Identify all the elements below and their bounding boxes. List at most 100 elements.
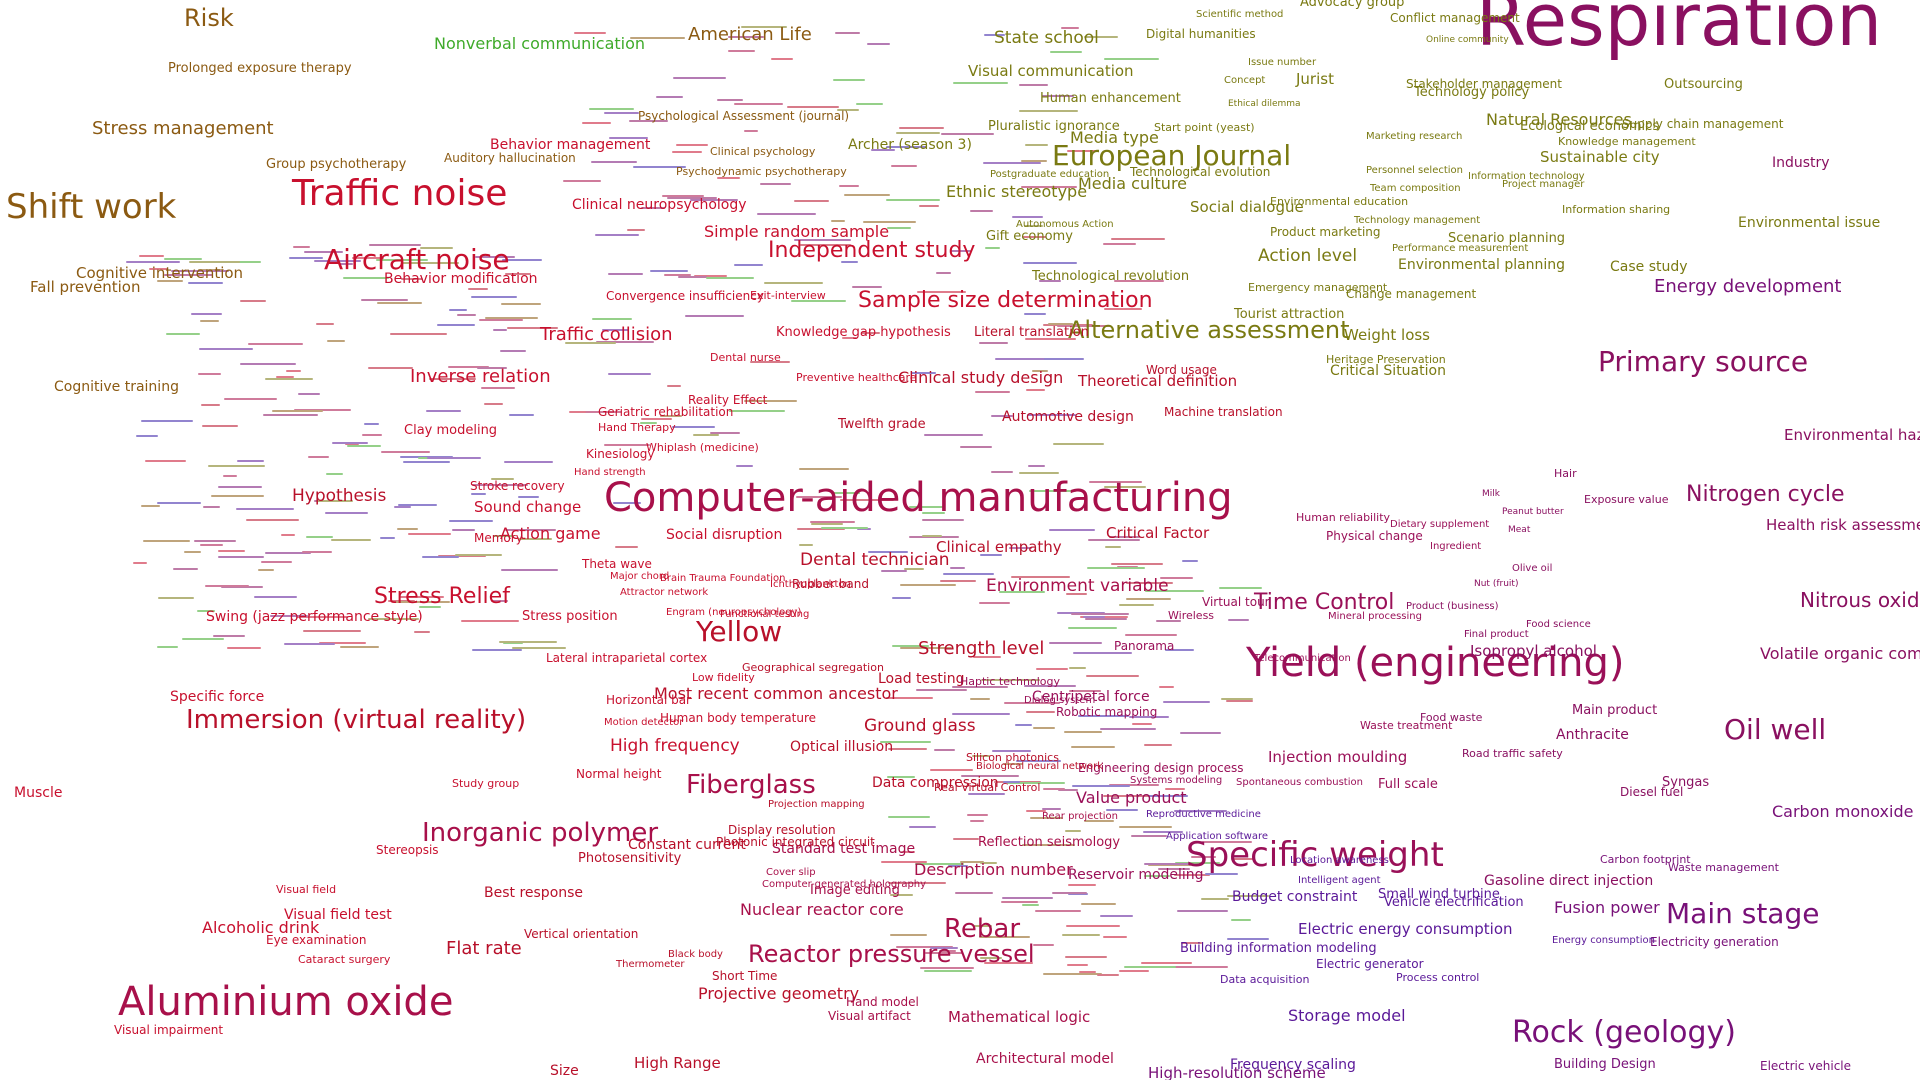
word: Electric energy consumption bbox=[1298, 920, 1513, 938]
word: Traffic noise bbox=[292, 173, 508, 214]
word: Low fidelity bbox=[692, 671, 755, 684]
word: Computer-aided manufacturing bbox=[604, 475, 1233, 521]
word: Memory bbox=[474, 531, 523, 545]
word: Technological evolution bbox=[1130, 165, 1271, 179]
word: Sample size determination bbox=[858, 288, 1153, 313]
word: Independent study bbox=[768, 238, 976, 263]
word: Aircraft noise bbox=[324, 243, 510, 276]
background-noise-cluster bbox=[560, 20, 1180, 560]
word: Time Control bbox=[1254, 590, 1395, 615]
word: Photosensitivity bbox=[578, 851, 682, 866]
word: Primary source bbox=[1598, 345, 1809, 378]
word: Cover slip bbox=[766, 867, 816, 878]
word: Personnel selection bbox=[1366, 165, 1463, 176]
word: Injection moulding bbox=[1268, 748, 1408, 766]
word: Shift work bbox=[6, 187, 177, 227]
word: Rear projection bbox=[1042, 811, 1119, 822]
word: Stress position bbox=[522, 609, 618, 624]
word: Functional testing bbox=[720, 609, 810, 620]
word: Specific weight bbox=[1186, 835, 1444, 875]
word: High Range bbox=[634, 1054, 721, 1072]
word: Yield (engineering) bbox=[1246, 640, 1625, 686]
word: Automotive design bbox=[1002, 409, 1134, 425]
word: Human reliability bbox=[1296, 511, 1391, 524]
word: Building Design bbox=[1554, 1057, 1656, 1072]
word: Behavior management bbox=[490, 137, 651, 153]
word: Systems modeling bbox=[1130, 775, 1223, 786]
word: Building information modeling bbox=[1180, 941, 1377, 956]
word: Twelfth grade bbox=[838, 417, 926, 432]
word: Carbon monoxide bbox=[1772, 802, 1914, 821]
word: Clinical psychology bbox=[710, 145, 816, 158]
word: Motion detector bbox=[604, 717, 684, 728]
word: Traffic collision bbox=[540, 324, 673, 345]
word: Marketing research bbox=[1366, 131, 1463, 142]
word: Outsourcing bbox=[1664, 77, 1743, 92]
word: Convergence insufficiency bbox=[606, 289, 764, 303]
word: Horizontal bar bbox=[606, 693, 691, 707]
word: Auditory hallucination bbox=[444, 151, 576, 165]
word: Action level bbox=[1258, 246, 1358, 266]
word: Real Virtual Control bbox=[934, 781, 1041, 794]
word: Budget constraint bbox=[1232, 889, 1358, 905]
word: Energy development bbox=[1654, 276, 1842, 297]
word: Main stage bbox=[1666, 897, 1820, 930]
word: Attractor network bbox=[620, 587, 709, 598]
word: State school bbox=[994, 28, 1099, 48]
word: Exposure value bbox=[1584, 493, 1669, 506]
word: Hand Therapy bbox=[598, 421, 676, 434]
word: Swing (jazz performance style) bbox=[206, 609, 423, 625]
word: Jurist bbox=[1296, 70, 1334, 88]
word: Projective geometry bbox=[698, 984, 860, 1003]
word: Stereopsis bbox=[376, 843, 439, 857]
word: Word usage bbox=[1146, 363, 1217, 377]
word: Respiration bbox=[1476, 0, 1882, 62]
word: Robotic mapping bbox=[1056, 705, 1158, 719]
word: Environmental issue bbox=[1738, 215, 1881, 231]
word: Waste treatment bbox=[1360, 719, 1453, 732]
word: Oil well bbox=[1724, 713, 1827, 746]
word: Technology policy bbox=[1414, 85, 1530, 100]
word: Most recent common ancestor bbox=[654, 684, 898, 703]
word: Load testing bbox=[878, 671, 965, 687]
word: Reactor pressure vessel bbox=[748, 940, 1035, 968]
word: Constant current bbox=[628, 837, 746, 853]
word: Social dialogue bbox=[1190, 198, 1304, 216]
word: Haptic technology bbox=[960, 675, 1060, 688]
word: Optical illusion bbox=[790, 739, 894, 755]
word: Product marketing bbox=[1270, 225, 1381, 239]
word: Strength level bbox=[918, 638, 1045, 659]
word: Data compression bbox=[872, 775, 999, 791]
word: Gift economy bbox=[986, 229, 1073, 244]
word: Alternative assessment bbox=[1068, 316, 1350, 344]
word: Diesel fuel bbox=[1620, 785, 1684, 799]
word: Nonverbal communication bbox=[434, 34, 646, 53]
word: Major chord bbox=[610, 571, 670, 582]
word: Knowledge management bbox=[1558, 135, 1696, 148]
word: Hand strength bbox=[574, 467, 646, 478]
word: Scenario planning bbox=[1448, 231, 1566, 246]
word: Nitrogen cycle bbox=[1686, 482, 1845, 507]
word: Energy consumption bbox=[1552, 935, 1655, 946]
word: Gasoline direct injection bbox=[1484, 873, 1654, 889]
word: Scientific method bbox=[1196, 9, 1284, 20]
word: Ethical dilemma bbox=[1228, 99, 1301, 109]
word: Clinical neuropsychology bbox=[572, 197, 747, 213]
word: Hair bbox=[1554, 467, 1577, 480]
word: Behavior modification bbox=[384, 271, 538, 287]
word: Brain Trauma Foundation bbox=[660, 573, 786, 584]
word: Lateral intraparietal cortex bbox=[546, 651, 708, 665]
word: Short Time bbox=[712, 969, 778, 983]
word: Human enhancement bbox=[1040, 91, 1181, 106]
word: Pluralistic ignorance bbox=[988, 119, 1120, 134]
word: Isopropyl alcohol bbox=[1470, 642, 1597, 660]
word: Photonic integrated circuit bbox=[716, 835, 875, 849]
word: Health risk assessment bbox=[1766, 516, 1920, 534]
word: Simple random sample bbox=[704, 222, 890, 241]
word: Electric vehicle bbox=[1760, 1059, 1852, 1073]
word: Volatile organic compound bbox=[1760, 644, 1920, 663]
word: Weight loss bbox=[1344, 326, 1431, 344]
word: Description number bbox=[914, 860, 1073, 879]
word: Environmental hazard bbox=[1784, 426, 1920, 444]
word: Ichthyoplankton bbox=[770, 579, 851, 590]
